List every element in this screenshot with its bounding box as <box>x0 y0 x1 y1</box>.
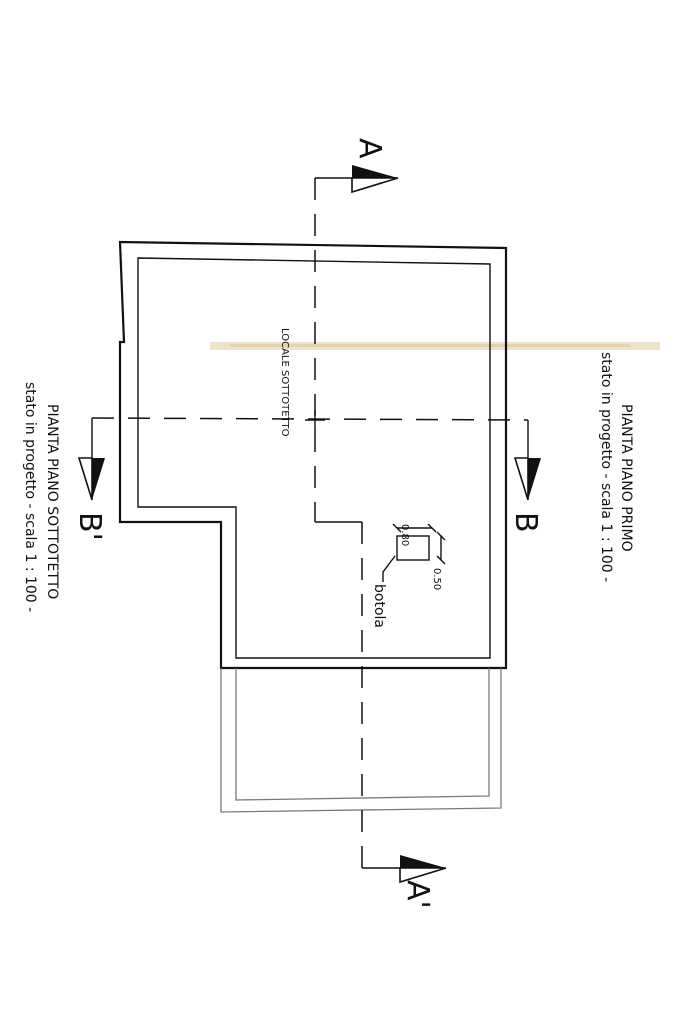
hatch-symbol <box>382 523 446 582</box>
title-left-line2: stato in progetto - scala 1 : 100 - <box>22 382 38 612</box>
center-cross <box>305 410 325 430</box>
section-line-b <box>91 417 529 458</box>
section-label-b-prime: B' <box>72 512 107 541</box>
title-left-line1: PIANTA PIANO SOTTOTETTO <box>44 404 60 599</box>
section-arrow-b-prime-icon <box>77 457 105 501</box>
outer-wall <box>118 240 508 670</box>
hatch-width-label: 0.80 <box>399 524 410 546</box>
room-label: LOCALE SOTTOTETTO <box>279 328 290 437</box>
section-arrow-a-prime-icon <box>399 855 447 884</box>
section-label-b: B <box>508 512 543 533</box>
section-arrow-b-icon <box>513 457 541 501</box>
title-right-line1: PIANTA PIANO PRIMO <box>618 404 634 552</box>
section-arrow-a-icon <box>351 165 399 194</box>
lower-volume-outline <box>220 668 502 813</box>
section-line-a <box>314 177 400 869</box>
title-right-line2: stato in progetto - scala 1 : 100 - <box>598 352 614 582</box>
hatch-depth-label: 0.50 <box>431 568 442 590</box>
section-label-a-prime: A' <box>400 880 435 909</box>
section-label-a: A <box>352 138 387 159</box>
inner-wall <box>137 257 491 659</box>
paper-fold-stain <box>210 342 660 350</box>
hatch-label: botola <box>371 584 387 628</box>
